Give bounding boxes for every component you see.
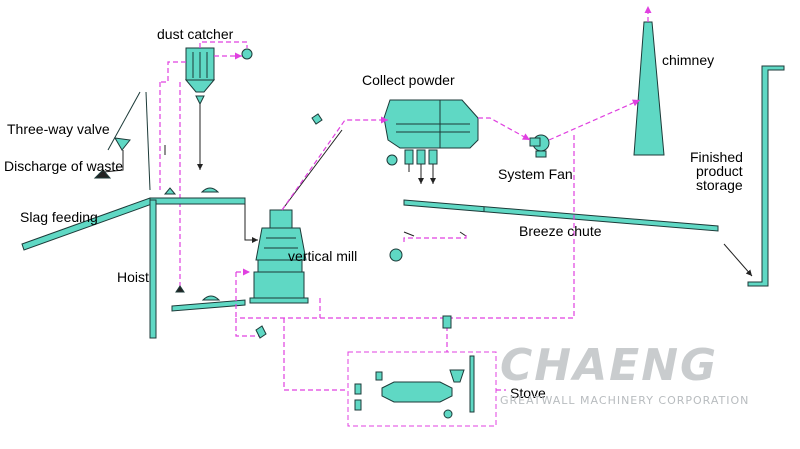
- three-way-valve: [93, 91, 151, 191]
- hoist: [149, 199, 157, 339]
- label-stove: Stove: [510, 385, 546, 401]
- powder-collector: [383, 99, 479, 166]
- label-finished-line2: product: [696, 163, 743, 179]
- chute-to-storage: [723, 243, 753, 277]
- label-slag-feeding: Slag feeding: [20, 209, 98, 225]
- dust-catcher-airlines: [159, 41, 248, 290]
- label-three-way-valve: Three-way valve: [7, 121, 110, 137]
- watermark-brand: CHAENG: [500, 340, 719, 391]
- label-hoist: Hoist: [117, 269, 149, 285]
- label-vertical-mill: vertical mill: [288, 248, 358, 264]
- stove-enclosure: [347, 351, 497, 427]
- breeze-valves: [403, 231, 467, 237]
- airflow-network: [235, 6, 652, 391]
- lower-conveyor: [171, 285, 246, 312]
- vertical-mill-motor: [389, 248, 403, 262]
- watermark-company: GREATWALL MACHINERY CORPORATION: [500, 394, 750, 407]
- airflow-valves: [255, 315, 452, 339]
- label-finished-line1: Finished: [690, 149, 743, 165]
- chimney: [633, 21, 665, 156]
- collector-discharge: [408, 164, 436, 184]
- dust-catcher: [184, 47, 253, 106]
- label-collect-powder: Collect powder: [362, 72, 455, 88]
- label-dust-catcher: dust catcher: [157, 26, 234, 42]
- slag-feeding-conveyor: [21, 187, 246, 251]
- breeze-chute: [403, 199, 719, 232]
- mill-feed-valve: [311, 113, 323, 125]
- label-finished-line3: storage: [696, 177, 743, 193]
- system-fan: [529, 134, 550, 158]
- mill-feed-lines: [244, 129, 343, 243]
- label-chimney: chimney: [662, 52, 715, 68]
- label-discharge-of-waste: Discharge of waste: [4, 158, 124, 174]
- discharge-lines: [103, 145, 166, 173]
- stove: [354, 355, 475, 419]
- label-breeze-chute: Breeze chute: [519, 223, 602, 239]
- label-system-fan: System Fan: [498, 166, 573, 182]
- finished-product-storage: [747, 65, 785, 287]
- vertical-mill: [249, 209, 309, 304]
